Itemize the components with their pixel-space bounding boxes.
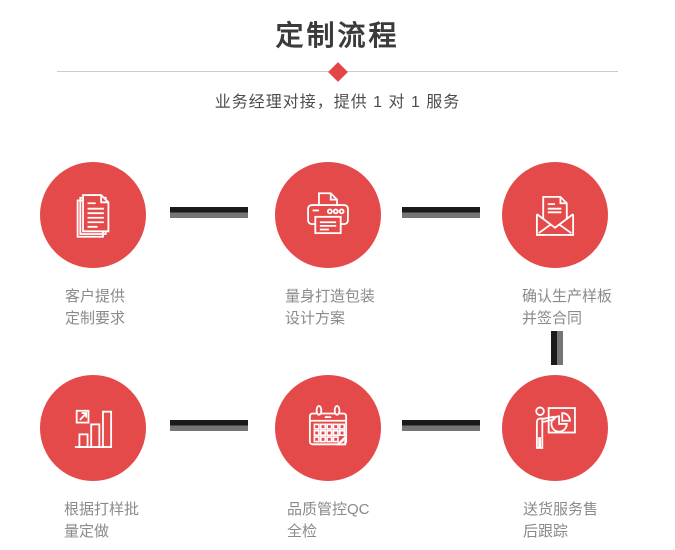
step-label-line: 品质管控QC bbox=[287, 501, 370, 518]
step-label-line: 送货服务售 bbox=[523, 501, 599, 518]
step-circle-sample-contract bbox=[502, 162, 608, 268]
step-label-batch-production: 根据打样批 量定做 bbox=[64, 499, 139, 543]
connector-step2-step3 bbox=[402, 207, 480, 218]
documents-icon bbox=[64, 186, 122, 244]
step-label-line: 量定做 bbox=[64, 523, 110, 540]
step-circle-customer-requirements bbox=[40, 162, 146, 268]
step-label-packaging-design: 量身打造包装 设计方案 bbox=[285, 286, 375, 330]
calendar-icon bbox=[299, 399, 357, 457]
step-label-line: 并签合同 bbox=[522, 310, 583, 327]
step-label-line: 客户提供 bbox=[65, 288, 126, 305]
bar-chart-icon bbox=[64, 399, 122, 457]
step-label-sample-contract: 确认生产样板 并签合同 bbox=[522, 286, 612, 330]
step-label-line: 量身打造包装 bbox=[285, 288, 376, 305]
step-label-line: 确认生产样板 bbox=[522, 288, 613, 305]
connector-step5-step6 bbox=[402, 420, 480, 431]
printer-icon bbox=[299, 186, 357, 244]
step-label-customer-requirements: 客户提供 定制要求 bbox=[65, 286, 125, 330]
presentation-icon bbox=[526, 399, 584, 457]
step-label-line: 后跟踪 bbox=[523, 523, 569, 540]
connector-step4-step5 bbox=[170, 420, 248, 431]
step-circle-delivery-service bbox=[502, 375, 608, 481]
step-circle-packaging-design bbox=[275, 162, 381, 268]
step-label-line: 定制要求 bbox=[65, 310, 126, 327]
step-circle-quality-control bbox=[275, 375, 381, 481]
step-label-line: 全检 bbox=[287, 523, 318, 540]
step-label-delivery-service: 送货服务售 后跟踪 bbox=[523, 499, 598, 543]
step-circle-batch-production bbox=[40, 375, 146, 481]
connector-step3-step6 bbox=[551, 331, 563, 365]
subtitle: 业务经理对接，提供 1 对 1 服务 bbox=[214, 94, 461, 111]
envelope-icon bbox=[526, 186, 584, 244]
connector-step1-step2 bbox=[170, 207, 248, 218]
diamond-accent-icon bbox=[328, 62, 348, 82]
step-label-quality-control: 品质管控QC 全检 bbox=[287, 499, 370, 543]
step-label-line: 设计方案 bbox=[285, 310, 346, 327]
page-title: 定制流程 bbox=[275, 20, 400, 51]
step-label-line: 根据打样批 bbox=[64, 501, 140, 518]
